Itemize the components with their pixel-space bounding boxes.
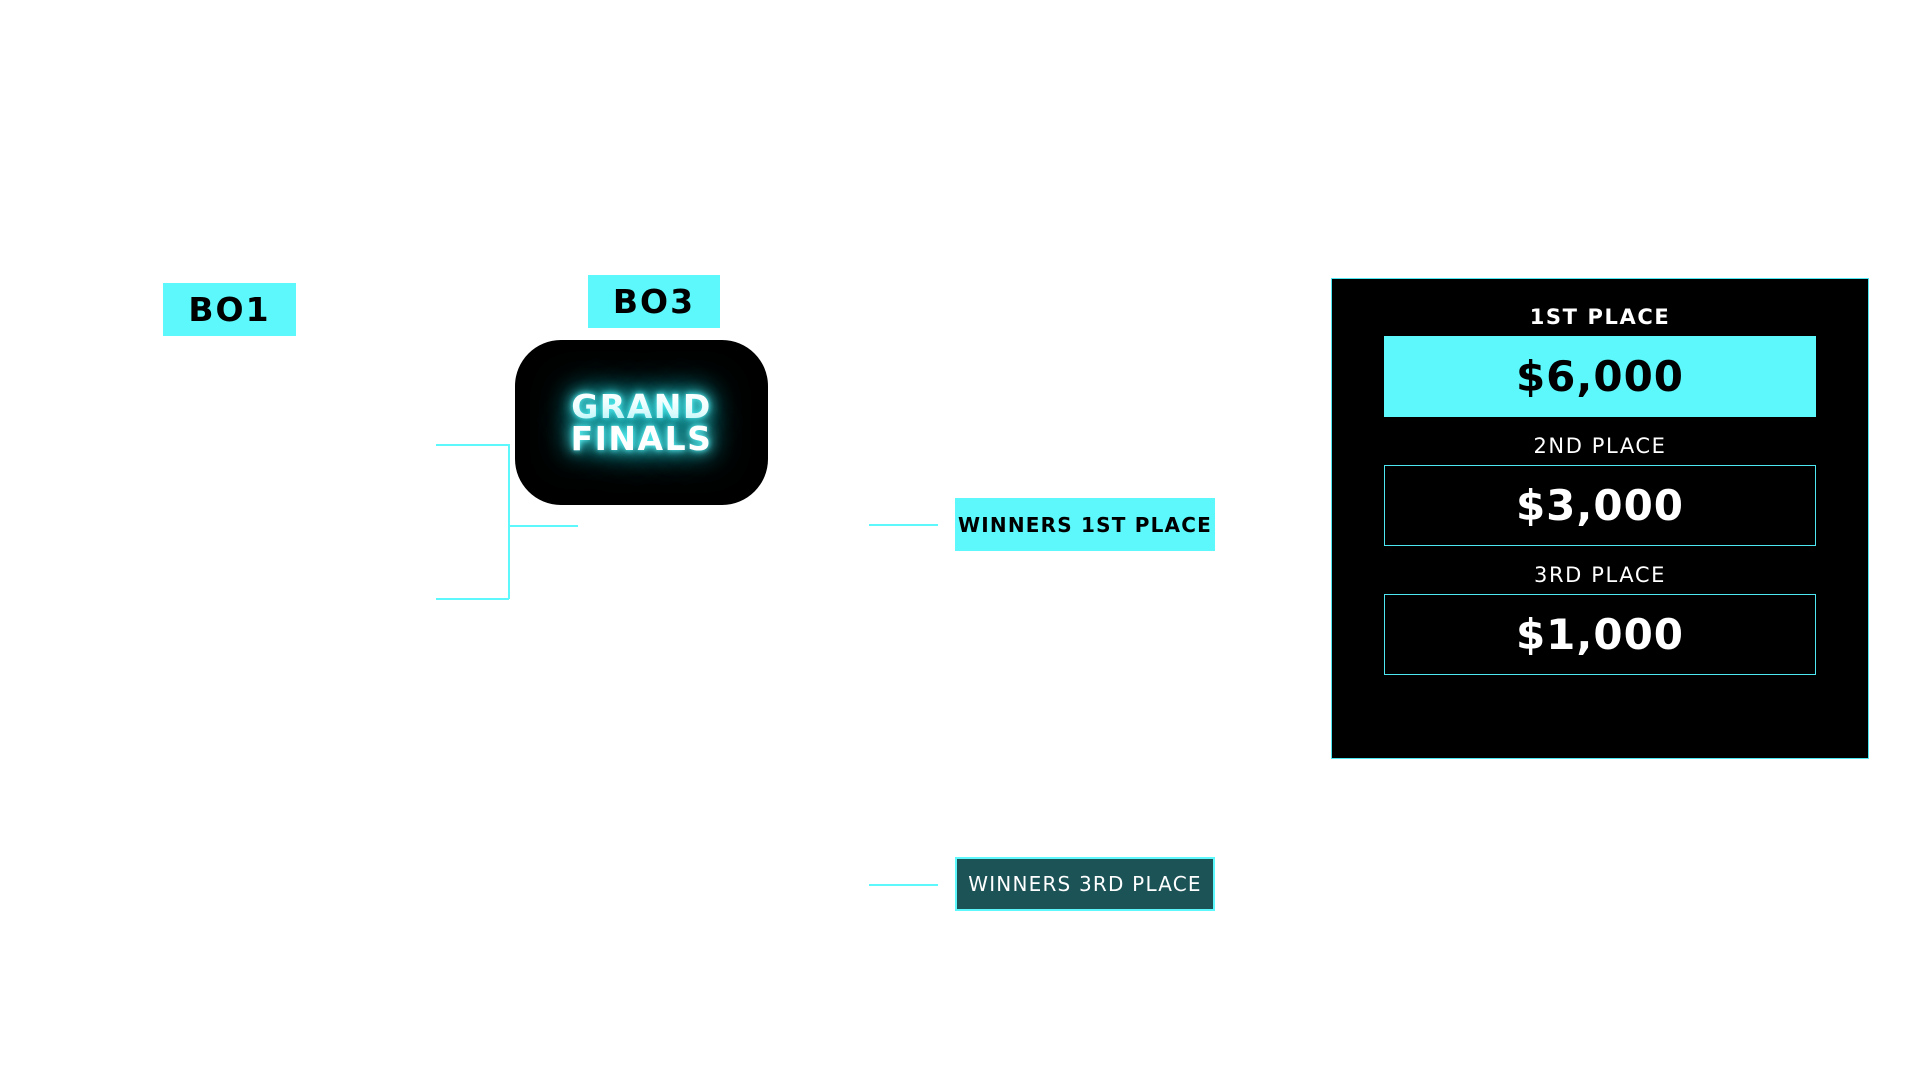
bracket-connector-middle-horizontal: [508, 525, 578, 527]
bracket-connector-bottom-horizontal: [436, 598, 509, 600]
grand-finals-card[interactable]: GRAND FINALS: [515, 340, 768, 505]
winners-3rd-place-box[interactable]: WINNERS 3RD PLACE: [955, 857, 1215, 911]
grand-finals-label: GRAND FINALS: [570, 386, 713, 458]
bracket-connector-top-horizontal: [436, 444, 509, 446]
prize-amount-1st: $6,000: [1384, 336, 1816, 417]
prize-row-1st: 1ST PLACE $6,000: [1384, 307, 1816, 417]
prize-amount-3rd: $1,000: [1384, 594, 1816, 675]
bracket-connector-winners-1st: [869, 524, 938, 526]
prize-label-3rd: 3RD PLACE: [1534, 563, 1666, 587]
winners-1st-place-box[interactable]: WINNERS 1ST PLACE: [955, 498, 1215, 551]
prize-label-2nd: 2ND PLACE: [1533, 434, 1667, 458]
bracket-connector-winners-3rd: [869, 884, 938, 886]
prize-row-2nd: 2ND PLACE $3,000: [1384, 436, 1816, 546]
bracket-connector-vertical: [508, 444, 510, 599]
prize-pool-panel: 1ST PLACE $6,000 2ND PLACE $3,000 3RD PL…: [1331, 278, 1869, 759]
match-format-tag-bo1[interactable]: BO1: [163, 283, 296, 336]
prize-row-3rd: 3RD PLACE $1,000: [1384, 565, 1816, 675]
prize-label-1st: 1ST PLACE: [1529, 305, 1671, 329]
match-format-tag-bo3[interactable]: BO3: [588, 275, 720, 328]
prize-amount-2nd: $3,000: [1384, 465, 1816, 546]
